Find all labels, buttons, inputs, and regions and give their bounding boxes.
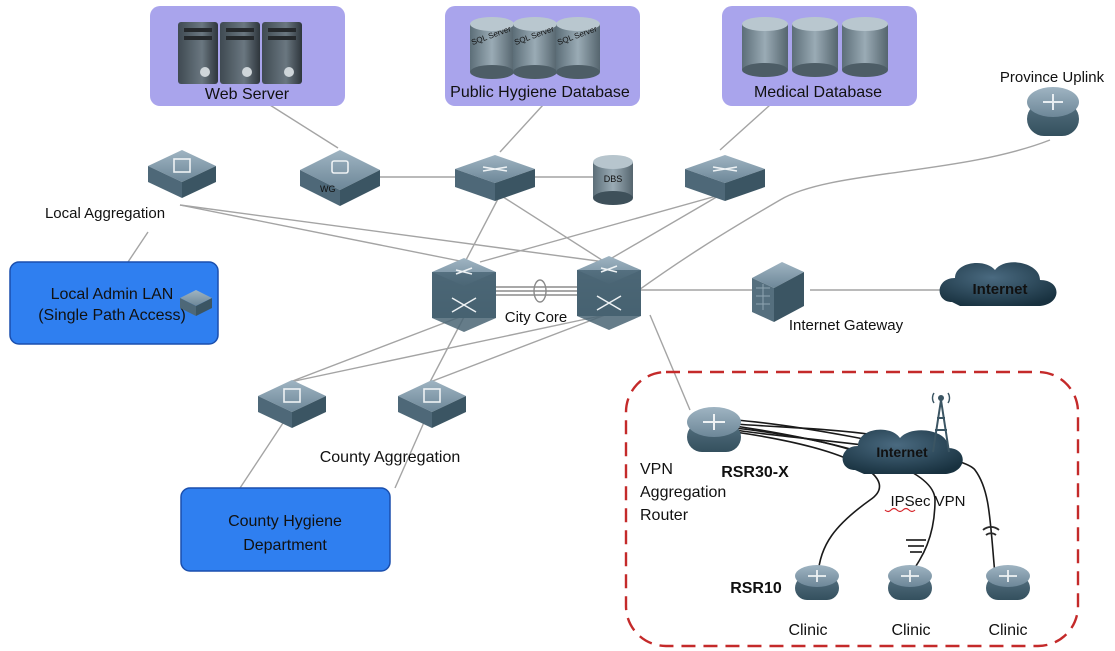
wg-mark: WG [320,184,336,194]
sql-database-icon: SQL Server SQL Server SQL Server [470,17,600,79]
radio-tower-icon [931,392,951,453]
county-aggregation-switch-right-icon [398,380,466,428]
clinic-router-1-icon [795,565,839,600]
core-link-bundle [492,279,578,303]
vpn-router-label-line-1: VPN [640,461,673,478]
dbs-mark: DBS [604,174,623,184]
dbs-appliance-icon: DBS [593,155,633,205]
clinic-label-2: Clinic [891,622,930,639]
local-admin-lan-line-2: (Single Path Access) [38,307,186,324]
wifi-signal-icon-1 [906,539,926,553]
province-uplink-router-icon [1027,87,1079,136]
local-admin-lan-line-1: Local Admin LAN [51,286,174,303]
vpn-router-model-label: RSR30-X [721,464,789,481]
branch-model-label: RSR10 [730,580,782,597]
clinic-label-1: Clinic [788,622,827,639]
wg-appliance-icon: WG [300,150,380,206]
vpn-router-label-line-3: Router [640,507,689,524]
province-uplink-label: Province Uplink [1000,69,1105,86]
medical-switch-icon [685,155,765,201]
firewall-icon [752,262,804,322]
vpn-region-border [624,370,1080,648]
core-switch-right-icon [577,256,641,330]
internet-cloud-icon [939,262,1057,306]
vpn-router-label-line-2: Aggregation [640,484,726,501]
clinic-router-3-icon [986,565,1030,600]
county-hygiene-line-2: Department [243,537,327,554]
clinic-router-2-icon [888,565,932,600]
web-server-label: Web Server [205,86,290,103]
medical-database-icon [742,17,888,77]
vpn-internet-cloud-icon [842,429,963,474]
county-hygiene-line-1: County Hygiene [228,513,342,530]
local-admin-lan-box [9,261,219,345]
public-hygiene-label: Public Hygiene Database [450,84,630,101]
county-aggregation-switch-left-icon [258,380,326,428]
vpn-aggregation-router-icon [687,407,741,452]
ipsec-vpn-label: IPSec VPN [890,493,965,510]
core-switch-left-icon [432,258,496,332]
local-aggregation-label: Local Aggregation [45,205,165,222]
spellcheck-underline [884,507,916,513]
lan-switch-icon [180,290,212,316]
city-core-label: City Core [505,309,568,326]
web-server-icon [178,22,302,84]
wifi-signal-icon-2 [982,526,1000,536]
links [127,99,1051,489]
local-aggregation-switch-icon [148,150,216,198]
clinic-label-3: Clinic [988,622,1027,639]
internet-cloud-label: Internet [972,281,1027,298]
medical-db-label: Medical Database [754,84,882,101]
internet-gateway-label: Internet Gateway [789,317,904,334]
county-aggregation-label: County Aggregation [320,449,461,466]
county-hygiene-box [180,487,391,572]
server-switch-icon [455,155,535,201]
vpn-internet-cloud-label: Internet [876,444,928,460]
